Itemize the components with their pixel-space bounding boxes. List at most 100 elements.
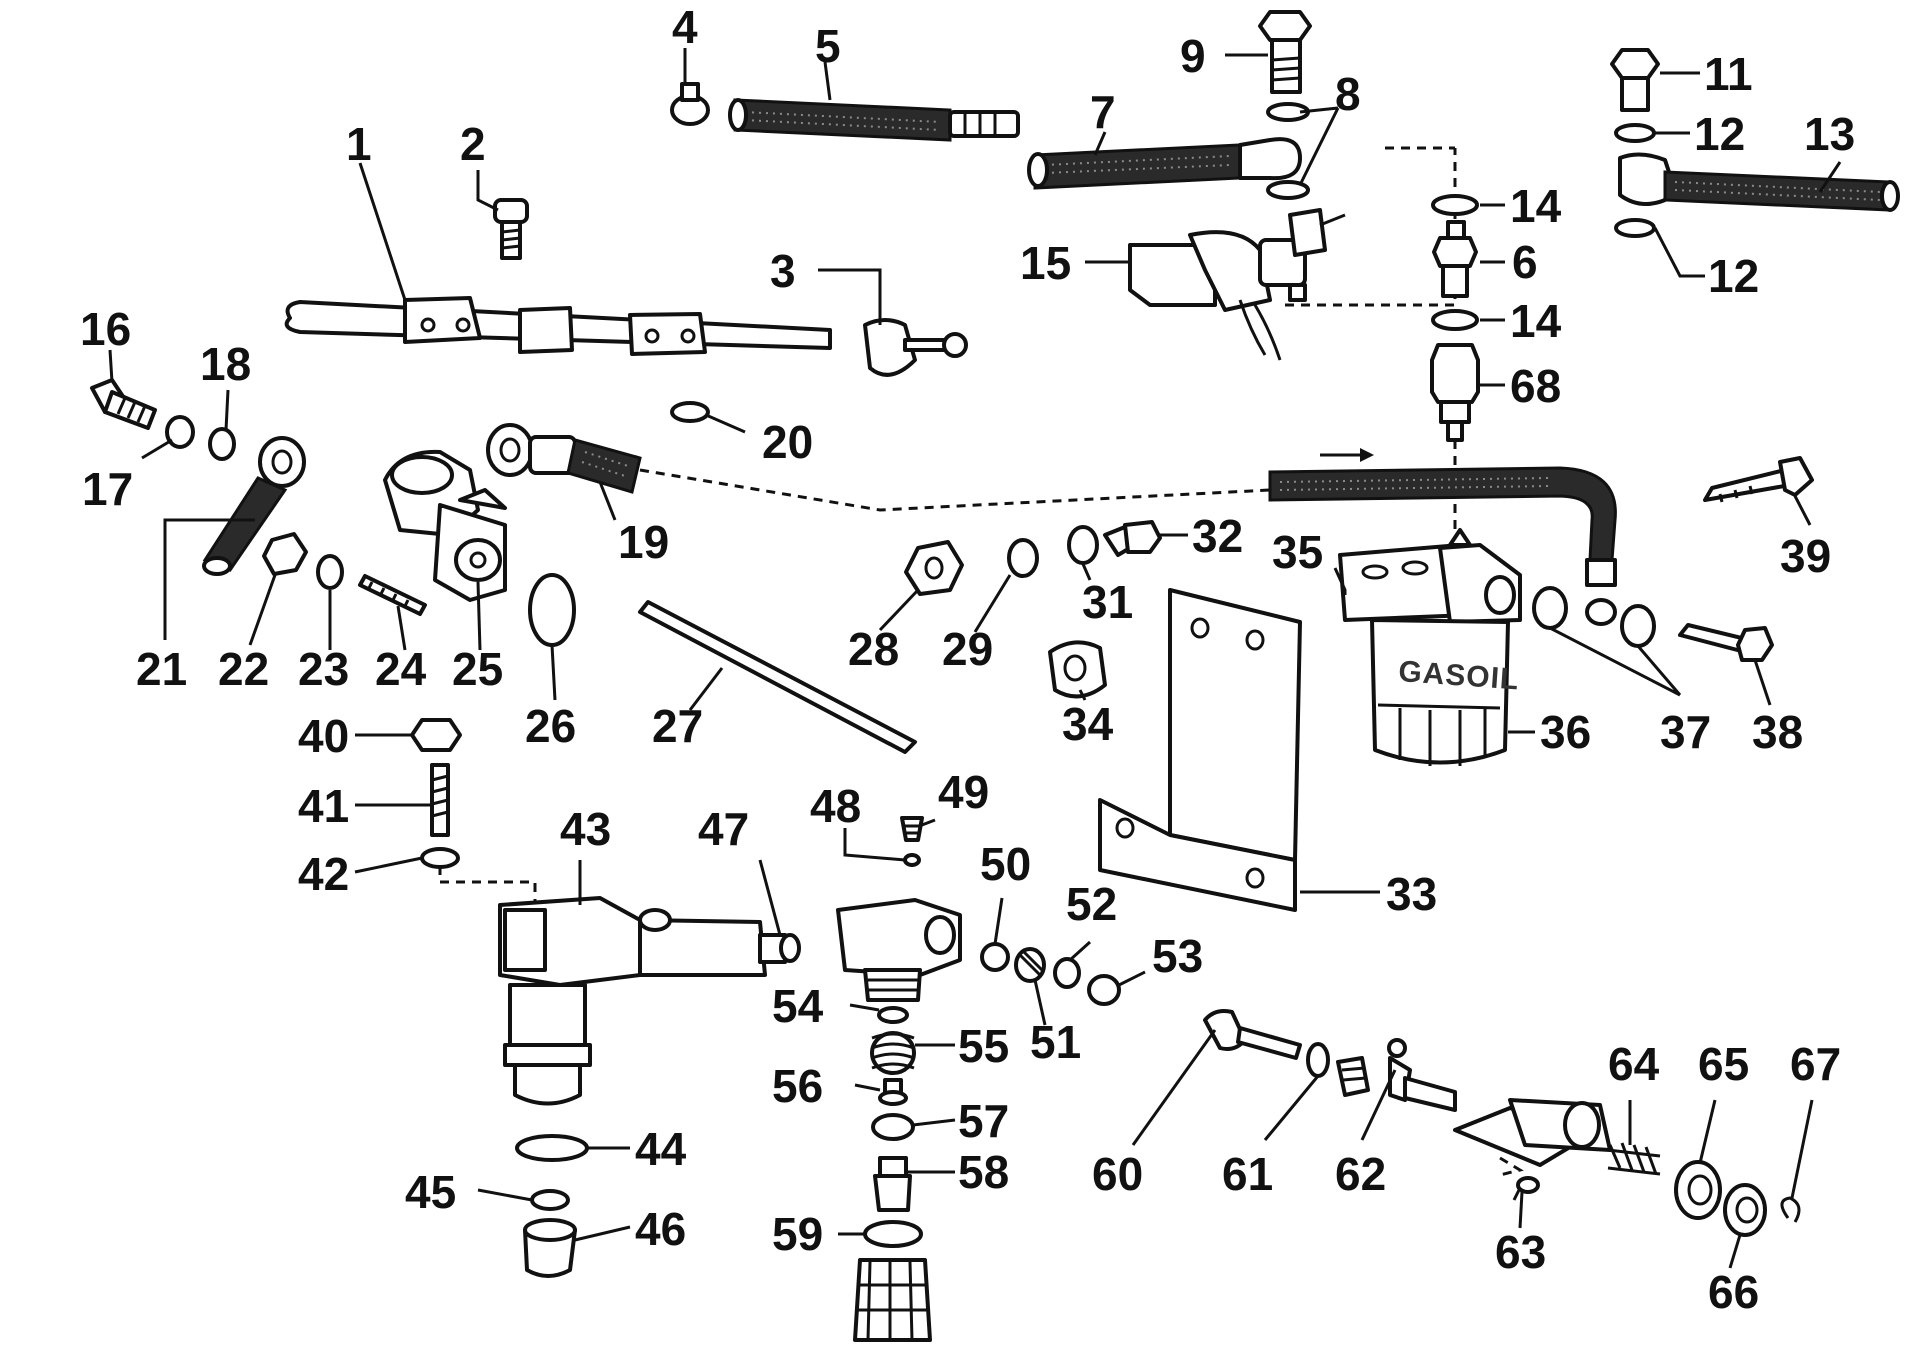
part-68-adapter-fitting	[1430, 343, 1480, 442]
part-43-injection-pump	[498, 896, 767, 1106]
part-59-seal-ring	[863, 1220, 923, 1248]
callout-14b: 14	[1510, 295, 1562, 347]
part-48-o-ring	[903, 853, 921, 867]
callout-65: 65	[1698, 1038, 1749, 1090]
part-19-fuel-hose	[486, 423, 642, 494]
callout-29: 29	[942, 623, 993, 675]
part-44-seal-ring	[515, 1134, 589, 1162]
callout-45: 45	[405, 1166, 456, 1218]
part-53-plug	[1087, 974, 1121, 1006]
callout-11: 11	[1704, 48, 1753, 100]
part-5-fuel-hose	[728, 98, 1020, 142]
part-26-o-ring	[528, 573, 576, 647]
part-50-plug	[980, 942, 1010, 972]
part-1-fuel-rail-bracket	[284, 296, 968, 377]
part-13-hose-banjo	[1618, 152, 1900, 212]
callout-52: 52	[1066, 878, 1117, 930]
part-36-fuel-filter: GASOIL	[1370, 618, 1520, 766]
part-32-bleed-screw	[1103, 520, 1162, 557]
callout-13: 13	[1804, 108, 1855, 160]
callout-41: 41	[298, 780, 349, 832]
part-37-washers	[1532, 586, 1656, 648]
callout-51: 51	[1030, 1016, 1081, 1068]
main-fuel-line	[1268, 448, 1617, 626]
callout-7: 7	[1090, 86, 1116, 138]
part-22-nut	[262, 532, 308, 576]
callout-27: 27	[652, 700, 703, 752]
leader-lines	[108, 48, 1842, 1269]
callout-12b: 12	[1708, 250, 1759, 302]
callout-9: 9	[1180, 30, 1206, 82]
callout-20: 20	[762, 416, 813, 468]
part-6-union-fitting	[1432, 220, 1478, 298]
part-60-plunger	[1203, 1009, 1302, 1060]
part-55-spring	[870, 1031, 916, 1075]
callout-24: 24	[375, 643, 427, 695]
part-40-nut	[410, 718, 462, 752]
callout-64: 64	[1608, 1038, 1660, 1090]
callout-67: 67	[1790, 1038, 1841, 1090]
part-33-mounting-bracket	[1098, 588, 1302, 912]
part-23-washer	[316, 554, 344, 590]
flange-housing	[1453, 1098, 1612, 1167]
callout-22: 22	[218, 643, 269, 695]
callout-36: 36	[1540, 706, 1591, 758]
part-18-washer	[208, 427, 236, 461]
callout-40: 40	[298, 710, 349, 762]
part-29-washer	[1007, 538, 1039, 578]
callout-1: 1	[346, 118, 372, 170]
callout-53: 53	[1152, 930, 1203, 982]
callout-19: 19	[618, 516, 669, 568]
part-63-screw	[1512, 1176, 1540, 1201]
part-46-cap	[523, 1218, 577, 1278]
callout-16: 16	[80, 303, 131, 355]
callout-50: 50	[980, 838, 1031, 890]
callout-39: 39	[1780, 530, 1831, 582]
part-54-washer	[877, 1006, 909, 1024]
callout-37: 37	[1660, 706, 1711, 758]
callout-35: 35	[1272, 526, 1323, 578]
part-49-grub-screw	[900, 816, 924, 842]
part-61b-spring-coil	[1336, 1056, 1370, 1097]
part-15-solenoid-valve	[1128, 208, 1346, 361]
part-45-washer	[530, 1189, 570, 1211]
callout-62: 62	[1335, 1148, 1386, 1200]
callout-labels: 1 2 3 4 5 6 7 8 9 11 12 12 13 14 14 15 1…	[80, 1, 1855, 1318]
part-42-washer	[420, 847, 460, 869]
part-64-spring	[1607, 1142, 1661, 1176]
callout-46: 46	[635, 1203, 686, 1255]
part-67-circlip	[1780, 1196, 1801, 1223]
callout-61: 61	[1222, 1148, 1273, 1200]
callout-32: 32	[1192, 510, 1243, 562]
part-7-hose-banjo	[1027, 137, 1302, 190]
callout-3: 3	[770, 245, 796, 297]
callout-48: 48	[810, 780, 861, 832]
part-20-washer	[670, 401, 710, 423]
callout-12a: 12	[1694, 108, 1745, 160]
callout-2: 2	[460, 118, 486, 170]
callout-28: 28	[848, 623, 899, 675]
part-16-banjo-bolt	[90, 378, 157, 430]
part-25-fuel-lift-pump	[383, 449, 507, 602]
callout-21: 21	[136, 643, 187, 695]
part-38-bolt	[1678, 623, 1774, 662]
callout-68: 68	[1510, 360, 1561, 412]
callout-38: 38	[1752, 706, 1803, 758]
callout-59: 59	[772, 1208, 823, 1260]
part-51-spring	[1014, 947, 1046, 983]
callout-25: 25	[452, 643, 503, 695]
part-66-bushing	[1723, 1183, 1767, 1237]
part-12-washers	[1614, 123, 1656, 238]
callout-4: 4	[672, 1, 698, 53]
callout-58: 58	[958, 1146, 1009, 1198]
part-28-nut	[904, 540, 964, 596]
callout-66: 66	[1708, 1266, 1759, 1318]
part-61-o-ring	[1306, 1042, 1330, 1078]
callout-5: 5	[815, 20, 841, 72]
callout-55: 55	[958, 1020, 1009, 1072]
valve-cap	[853, 1258, 932, 1342]
callout-34: 34	[1062, 698, 1114, 750]
callout-60: 60	[1092, 1148, 1143, 1200]
part-2-screw	[493, 198, 529, 260]
